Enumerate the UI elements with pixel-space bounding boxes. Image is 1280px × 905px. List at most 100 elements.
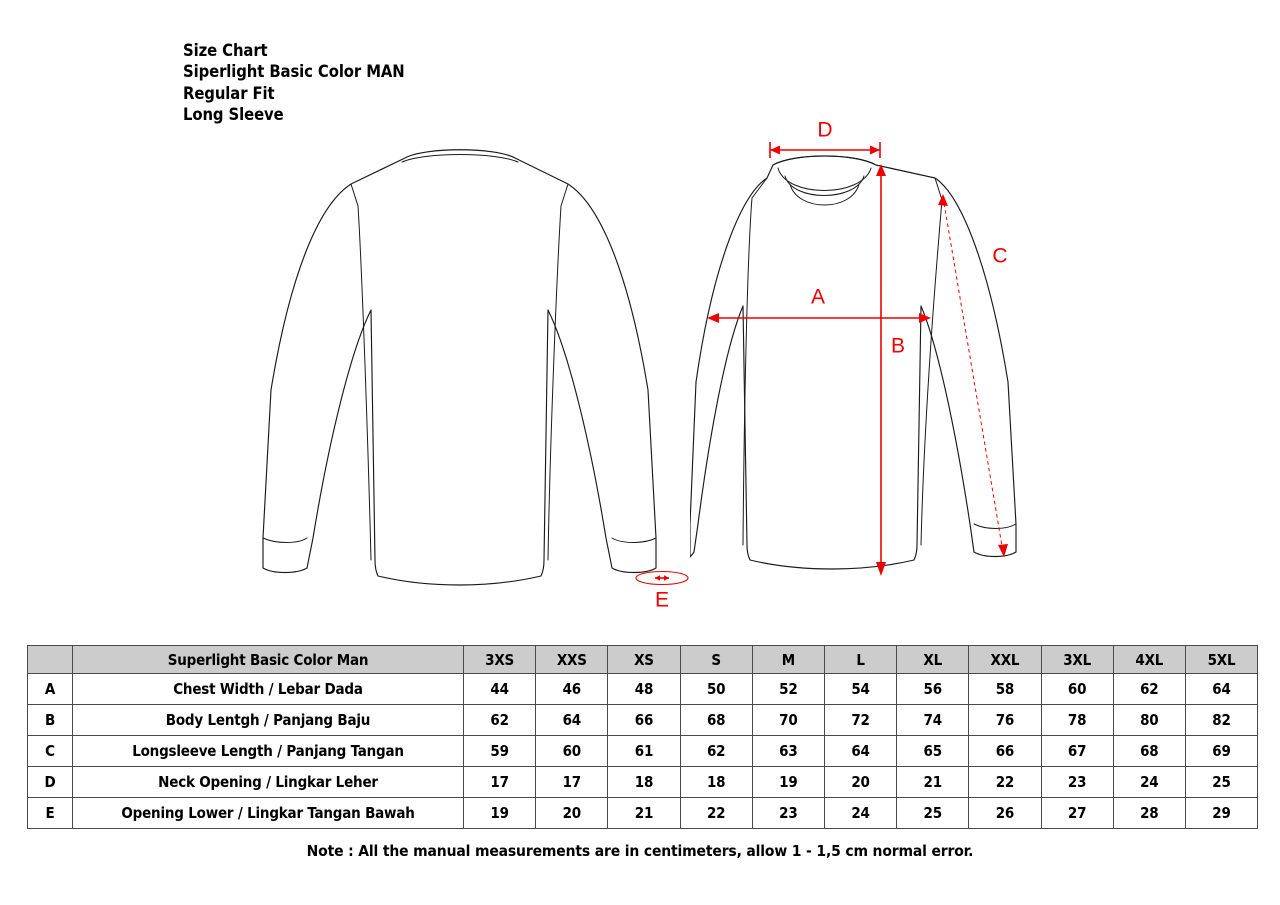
cell-c-xl: 65 [896, 735, 970, 767]
cell-e-s: 22 [679, 797, 753, 829]
cell-a-l: 54 [823, 673, 898, 705]
cell-d-xxl: 22 [968, 766, 1042, 798]
row-key-d: D [27, 766, 73, 798]
cell-d-xxs: 17 [535, 766, 609, 798]
cell-b-xl: 74 [896, 704, 970, 736]
cell-e-3xs: 19 [462, 797, 537, 829]
cell-b-xxs: 64 [535, 704, 609, 736]
cell-d-xl: 21 [896, 766, 970, 798]
header-size-l: L [823, 645, 898, 674]
dimension-e-arrow-right [664, 575, 669, 581]
dimension-e-group: E [635, 570, 689, 612]
cell-e-xs: 21 [607, 797, 681, 829]
cell-b-3xs: 62 [462, 704, 537, 736]
dimension-a-arrow-left [707, 313, 719, 323]
header-size-s: S [679, 645, 753, 674]
row-key-e: E [27, 797, 73, 829]
dimension-label-d: D [817, 120, 832, 142]
cell-e-xxl: 26 [968, 797, 1042, 829]
header-title-cell: Superlight Basic Color Man [72, 645, 464, 674]
header-size-m: M [751, 645, 825, 674]
cell-a-xxl: 58 [968, 673, 1042, 705]
cell-a-3xl: 60 [1040, 673, 1114, 705]
header-size-xl: XL [896, 645, 970, 674]
row-key-a: A [27, 673, 73, 705]
header-size-xs: XS [607, 645, 681, 674]
cell-e-xxs: 20 [535, 797, 609, 829]
header-size-3xl: 3XL [1040, 645, 1114, 674]
garment-illustrations: E [0, 120, 1280, 630]
dimension-c-arrow-bottom [998, 544, 1008, 557]
cell-a-xxs: 46 [535, 673, 609, 705]
cell-d-3xl: 23 [1040, 766, 1114, 798]
cell-c-l: 64 [823, 735, 898, 767]
title-line-product: Siperlight Basic Color MAN [183, 62, 405, 82]
dimension-a-arrow-right [919, 313, 931, 323]
cell-a-4xl: 62 [1112, 673, 1186, 705]
dimension-d-group: D [769, 120, 881, 158]
cell-a-3xs: 44 [462, 673, 537, 705]
row-label-b: Body Lentgh / Panjang Baju [72, 704, 464, 736]
cell-c-5xl: 69 [1184, 735, 1259, 767]
shirt-back-svg [262, 149, 657, 586]
cell-e-xl: 25 [896, 797, 970, 829]
cell-c-m: 63 [751, 735, 825, 767]
dimension-a-group: A [707, 286, 931, 323]
cell-d-4xl: 24 [1112, 766, 1186, 798]
cell-d-xs: 18 [607, 766, 681, 798]
header-size-4xl: 4XL [1112, 645, 1186, 674]
cell-b-3xl: 78 [1040, 704, 1114, 736]
cell-c-xxl: 66 [968, 735, 1042, 767]
cell-b-s: 68 [679, 704, 753, 736]
cell-c-xxs: 60 [535, 735, 609, 767]
cell-b-5xl: 82 [1184, 704, 1259, 736]
cell-a-xs: 48 [607, 673, 681, 705]
shirt-front-svg: D B A [690, 120, 1017, 576]
cell-a-m: 52 [751, 673, 825, 705]
cell-b-xxl: 76 [968, 704, 1042, 736]
cell-e-4xl: 28 [1112, 797, 1186, 829]
collar-inner [784, 175, 865, 196]
dimension-c-group: C [938, 194, 1008, 557]
dimension-e-arrow-left [655, 575, 660, 581]
cuff-seam-right [973, 523, 1017, 529]
cell-d-m: 19 [751, 766, 825, 798]
dimension-b-arrow-bottom [876, 562, 886, 576]
cell-d-5xl: 25 [1184, 766, 1259, 798]
cell-b-xs: 66 [607, 704, 681, 736]
row-label-c: Longsleeve Length / Panjang Tangan [72, 735, 464, 767]
cell-e-3xl: 27 [1040, 797, 1114, 829]
header-size-xxs: XXS [535, 645, 609, 674]
neckline [789, 183, 860, 206]
row-label-d: Neck Opening / Lingkar Leher [72, 766, 464, 798]
dimension-label-e: E [655, 589, 669, 612]
cell-e-l: 24 [823, 797, 898, 829]
shirt-front-view: D B A [690, 120, 1040, 600]
measurement-note: Note : All the manual measurements are i… [306, 842, 974, 860]
cell-d-3xs: 17 [462, 766, 537, 798]
cell-c-xs: 61 [607, 735, 681, 767]
dimension-label-a: A [811, 286, 825, 309]
shirt-back-view [250, 140, 670, 610]
cell-e-5xl: 29 [1184, 797, 1259, 829]
title-line-sleeve: Long Sleeve [183, 104, 284, 124]
cell-a-s: 50 [679, 673, 753, 705]
dimension-d-arrow-left [770, 145, 780, 155]
title-line-fit: Regular Fit [183, 83, 275, 103]
shoulder-seam-left [751, 177, 768, 199]
cell-a-5xl: 64 [1184, 673, 1259, 705]
header-key-cell [27, 645, 73, 674]
dimension-label-b: B [891, 335, 905, 358]
cell-b-4xl: 80 [1112, 704, 1186, 736]
collar-top-edge [772, 155, 877, 166]
dimension-b-arrow-top [876, 164, 886, 176]
